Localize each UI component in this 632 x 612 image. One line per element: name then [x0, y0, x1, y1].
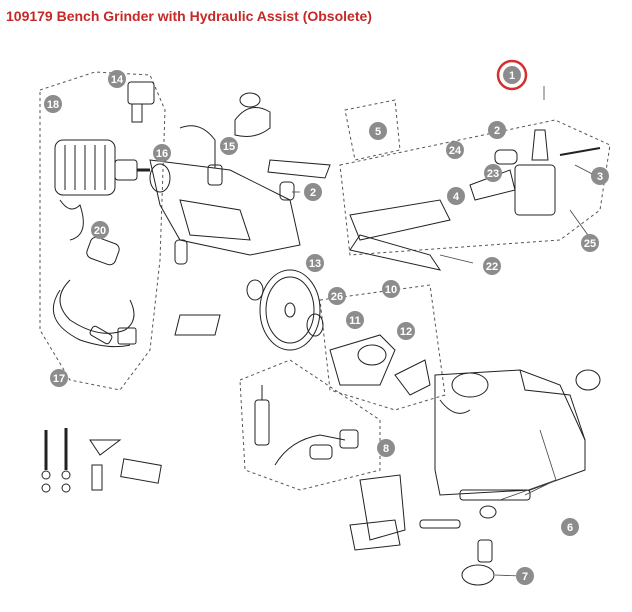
callout-14: 14	[108, 70, 126, 88]
group-outline-shield	[319, 284, 446, 411]
callout-2: 2	[304, 183, 322, 201]
callout-6: 6	[561, 518, 579, 536]
callout-10: 10	[382, 280, 400, 298]
svg-text:11: 11	[349, 315, 361, 327]
svg-text:18: 18	[47, 99, 59, 111]
cover-plate	[267, 159, 331, 179]
svg-text:14: 14	[111, 74, 124, 86]
svg-text:8: 8	[383, 443, 389, 455]
callout-26: 26	[328, 287, 346, 305]
leader-lines	[292, 86, 601, 577]
callout-12: 12	[397, 322, 415, 340]
group-outline-arm	[339, 119, 611, 256]
svg-text:23: 23	[487, 168, 499, 180]
svg-text:25: 25	[584, 238, 596, 250]
power-cord-part	[52, 279, 137, 348]
grinding-wheel	[246, 269, 324, 351]
svg-text:6: 6	[567, 522, 573, 534]
arm-assembly	[349, 129, 601, 271]
hardware-kit	[41, 428, 162, 493]
callout-17: 17	[50, 369, 68, 387]
callout-7: 7	[516, 567, 534, 585]
callout-bubbles: 1 2 2 3 4 5 6 7 8 10 11 12 13 14 15 16 1…	[44, 59, 609, 585]
dashed-group-outlines	[39, 71, 611, 491]
svg-text:22: 22	[486, 261, 498, 273]
svg-text:20: 20	[94, 225, 106, 237]
svg-text:17: 17	[53, 373, 65, 385]
switch-part	[127, 81, 155, 123]
callout-15: 15	[220, 137, 238, 155]
callout-23: 23	[484, 164, 502, 182]
svg-text:3: 3	[597, 171, 603, 183]
hydraulic-cylinder	[254, 385, 359, 466]
svg-text:26: 26	[331, 291, 343, 303]
group-outline-detail	[344, 99, 401, 161]
svg-text:15: 15	[223, 141, 235, 153]
knob-part	[279, 181, 295, 201]
callout-24: 24	[446, 141, 464, 159]
callout-13: 13	[306, 254, 324, 272]
adjust-knob	[461, 369, 601, 586]
callout-11: 11	[346, 311, 364, 329]
mount-bracket	[174, 314, 221, 336]
callout-2: 2	[488, 121, 506, 139]
base-plate	[434, 369, 586, 501]
highlight-ring	[496, 59, 528, 91]
svg-text:4: 4	[453, 191, 460, 203]
group-outline-hydraulic	[239, 359, 381, 491]
callout-3: 3	[591, 167, 609, 185]
svg-text:13: 13	[309, 258, 321, 270]
svg-text:2: 2	[494, 125, 500, 137]
page-title: 109179 Bench Grinder with Hydraulic Assi…	[6, 8, 372, 24]
callout-25: 25	[581, 234, 599, 252]
callout-22: 22	[483, 257, 501, 275]
svg-text:16: 16	[156, 148, 168, 160]
pivot-bracket	[349, 474, 461, 551]
motor-assembly	[54, 139, 150, 241]
callout-1: 1	[496, 59, 528, 91]
svg-text:10: 10	[385, 284, 397, 296]
callout-16: 16	[153, 144, 171, 162]
svg-text:24: 24	[449, 145, 462, 157]
capacitor-part	[86, 236, 120, 266]
shield-plate	[329, 334, 431, 396]
callout-8: 8	[377, 439, 395, 457]
sensor-part	[179, 125, 223, 186]
svg-text:12: 12	[400, 326, 412, 338]
svg-text:2: 2	[310, 187, 316, 199]
svg-text:7: 7	[522, 571, 528, 583]
callout-5: 5	[369, 122, 387, 140]
callout-label: 1	[509, 70, 515, 82]
callout-20: 20	[91, 221, 109, 239]
callout-18: 18	[44, 95, 62, 113]
wheel-guard	[234, 92, 271, 137]
callout-4: 4	[447, 187, 465, 205]
svg-text:5: 5	[375, 126, 381, 138]
main-housing	[149, 159, 301, 265]
